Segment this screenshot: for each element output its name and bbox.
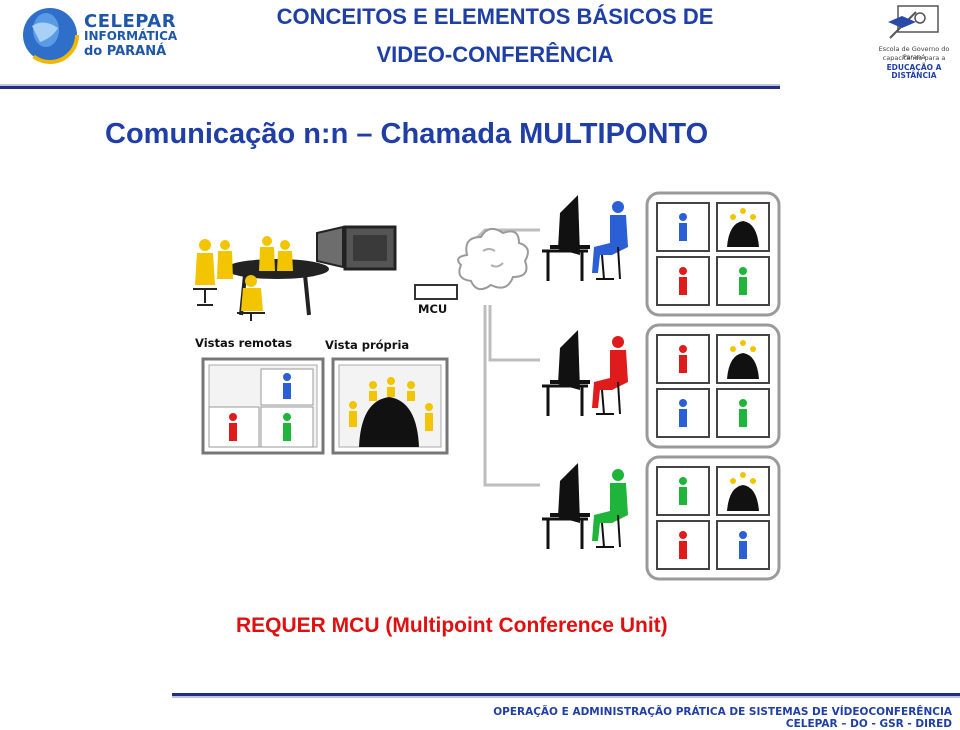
remote-screen-1: [645, 191, 781, 317]
graduation-icon: [888, 5, 939, 39]
mcu-label: MCU: [418, 302, 447, 316]
logo-line-2: INFORMÁTICA: [84, 29, 178, 43]
footer-line-2: CELEPAR – DO - GSR - DIRED: [785, 718, 952, 730]
escola-line-1: Escola de Governo do Paraná: [878, 45, 950, 61]
multipoint-diagram: MCU Vistas remotas Vista própria: [193, 191, 781, 581]
escola-governo-logo: [868, 4, 956, 80]
slide-subtitle: Comunicação n:n – Chamada MULTIPONTO: [105, 118, 709, 150]
room-tv-screens-icon: [316, 225, 397, 271]
remote-workstation-blue: [542, 195, 628, 281]
remote-views-screen: [201, 357, 325, 455]
footer-divider: [172, 693, 960, 698]
network-cloud-icon: [457, 227, 529, 291]
logo-line-1: CELEPAR: [84, 11, 177, 32]
escola-line-2: capacitando para a: [882, 54, 946, 62]
header-title-line-1: CONCEITOS E ELEMENTOS BÁSICOS DE: [276, 4, 714, 29]
local-meeting-room: [193, 236, 329, 321]
footer-line-1: OPERAÇÃO E ADMINISTRAÇÃO PRÁTICA DE SIST…: [493, 706, 952, 718]
remote-views-label: Vistas remotas: [195, 336, 292, 350]
mcu-device: MCU: [414, 284, 458, 316]
celepar-logo-text: CELEPAR INFORMÁTICA do PARANÁ: [84, 11, 178, 60]
remote-workstation-green: [542, 463, 628, 549]
escola-line-3: EDUCAÇÃO A DISTÂNCIA: [886, 63, 942, 80]
logo-line-3: do PARANÁ: [84, 44, 167, 59]
celepar-logo: [18, 4, 188, 66]
remote-screen-3: [645, 455, 781, 581]
own-view-label: Vista própria: [325, 338, 409, 352]
own-view-screen: [331, 357, 449, 455]
header-title-line-2: VIDEO-CONFERÊNCIA: [376, 42, 614, 67]
header-divider: [0, 84, 780, 89]
globe-icon: [21, 6, 79, 64]
remote-screen-2: [645, 323, 781, 449]
remote-workstation-red: [542, 330, 628, 416]
mcu-requirement-text: REQUER MCU (Multipoint Conference Unit): [236, 614, 668, 637]
